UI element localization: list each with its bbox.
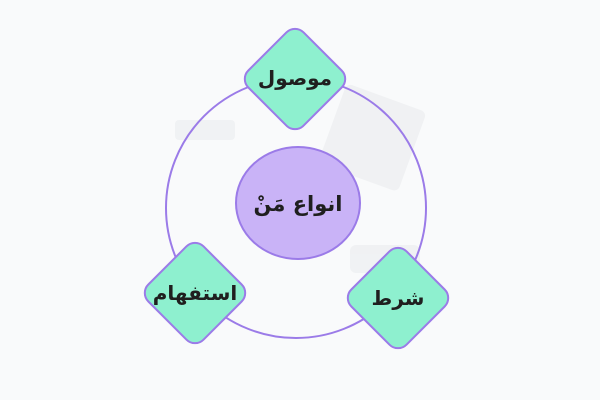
node-bottom-left: استفهام — [143, 241, 247, 345]
node-bottom-right: شرط — [346, 246, 450, 350]
node-top-shape — [243, 27, 347, 131]
center-node: انواع مَنْ — [235, 146, 361, 260]
node-top-label: موصول — [258, 66, 332, 90]
node-bottom-right-shape — [346, 246, 450, 350]
node-bottom-left-shape — [143, 241, 247, 345]
node-bottom-right-label: شرط — [372, 286, 425, 310]
center-node-shape — [235, 146, 361, 260]
node-top: موصول — [243, 27, 347, 131]
center-node-label: انواع مَنْ — [253, 192, 342, 216]
node-bottom-left-label: استفهام — [153, 281, 237, 305]
